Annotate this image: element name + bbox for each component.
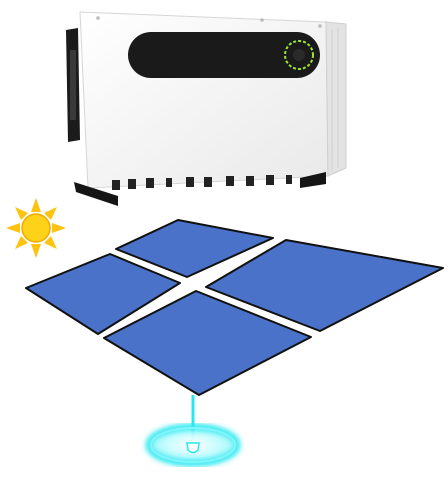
- inverter-left-bracket: [66, 28, 80, 142]
- ground-rod-icon: [143, 395, 243, 468]
- solar-panel-bottom: [103, 290, 312, 396]
- inverter-feet: [74, 172, 326, 206]
- sun-icon: [6, 198, 66, 258]
- solar-panel-right: [205, 239, 444, 332]
- solar-panel-left: [25, 253, 181, 335]
- inverter-side-fins: [325, 21, 347, 177]
- inverter-connectors: [112, 175, 292, 190]
- solar-panel-array: [25, 219, 444, 396]
- solar-panel-top: [115, 219, 274, 278]
- inverter: [66, 11, 347, 206]
- inverter-display-panel: [128, 32, 320, 78]
